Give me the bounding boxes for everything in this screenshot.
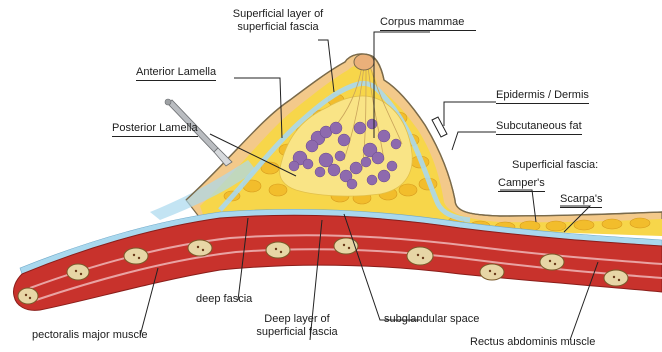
epidermis-bracket [432, 117, 447, 137]
nipple [354, 54, 374, 70]
label-deep-layer: Deep layer of superficial fascia [254, 313, 340, 339]
label-superficial-fascia: Superficial fascia: [512, 159, 598, 172]
label-rectus-abdominis: Rectus abdominis muscle [470, 336, 595, 349]
label-deep-fascia: deep fascia [196, 293, 252, 306]
label-campers: Camper's [498, 177, 545, 192]
label-corpus-mammae: Corpus mammae [380, 16, 476, 31]
label-subcutaneous-fat: Subcutaneous fat [496, 120, 582, 135]
label-pectoralis-major: pectoralis major muscle [32, 329, 148, 342]
label-epidermis-dermis: Epidermis / Dermis [496, 89, 589, 104]
label-anterior-lamella: Anterior Lamella [136, 66, 216, 81]
label-superficial-layer: Superficial layer of superficial fascia [230, 8, 326, 34]
label-scarpas: Scarpa's [560, 193, 602, 208]
label-subglandular-space: subglandular space [384, 313, 479, 326]
label-posterior-lamella: Posterior Lamella [112, 122, 198, 137]
